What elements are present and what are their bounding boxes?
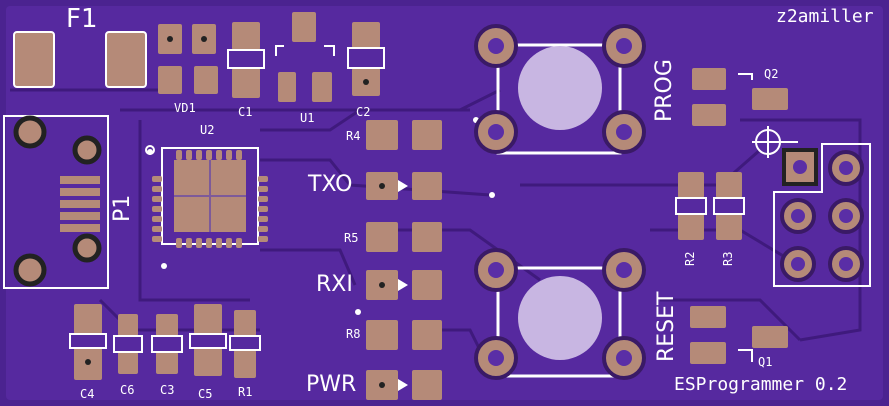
label-author: z2amiller — [776, 6, 874, 27]
prog-switch-outline — [496, 43, 622, 155]
label-f1: F1 — [66, 4, 98, 34]
u2-pin — [258, 196, 268, 202]
label-reset: RESET — [654, 291, 679, 363]
label-board-name: ESProgrammer 0.2 — [674, 374, 848, 395]
u2-pin — [186, 238, 192, 248]
label-c5: C5 — [198, 387, 213, 401]
u2-pin — [216, 238, 222, 248]
u2-pin — [206, 150, 212, 160]
label-u1: U1 — [300, 111, 315, 125]
u2-pin — [152, 176, 162, 182]
label-c1: C1 — [238, 105, 253, 119]
u2-pin — [258, 226, 268, 232]
u2-pin — [258, 216, 268, 222]
u2-pin — [152, 186, 162, 192]
label-r1: R1 — [238, 385, 253, 399]
label-rxi: RXI — [316, 272, 353, 297]
p1-pins — [60, 176, 100, 232]
label-pwr: PWR — [306, 372, 357, 397]
u2-pin — [258, 186, 268, 192]
label-c4: C4 — [80, 387, 95, 401]
u2-pin — [236, 238, 242, 248]
f1-pad-right — [105, 31, 147, 88]
u2-pin — [176, 150, 182, 160]
label-r8: R8 — [346, 327, 361, 341]
label-r2: R2 — [683, 251, 697, 266]
f1-pad-left — [13, 31, 55, 88]
u2-pin — [152, 236, 162, 242]
u2-pin — [226, 238, 232, 248]
u2-pin — [226, 150, 232, 160]
u2-pin — [196, 150, 202, 160]
label-c6: C6 — [120, 383, 135, 397]
label-prog: PROG — [652, 59, 677, 122]
label-p1: P1 — [110, 194, 135, 222]
label-vd1: VD1 — [174, 101, 196, 115]
u2-pin — [216, 150, 222, 160]
label-u2: U2 — [200, 123, 215, 137]
u2-pin — [258, 236, 268, 242]
u2-pin — [152, 216, 162, 222]
u2-pin — [236, 150, 242, 160]
prog-switch-actuator — [518, 46, 602, 130]
label-q1: Q1 — [758, 355, 773, 369]
u2-pin — [258, 206, 268, 212]
bottom-caps — [74, 304, 256, 380]
label-c3: C3 — [160, 383, 175, 397]
label-c2: C2 — [356, 105, 371, 119]
u2-pin — [176, 238, 182, 248]
label-r5: R5 — [344, 231, 359, 245]
reset-switch-actuator — [518, 276, 602, 360]
resistor-led-column — [366, 120, 442, 400]
u2-pin — [258, 176, 268, 182]
u2-pin — [152, 196, 162, 202]
u2-pin — [152, 206, 162, 212]
u2-pin — [186, 150, 192, 160]
label-r4: R4 — [346, 129, 361, 143]
header-outline — [773, 143, 871, 287]
label-r3: R3 — [721, 251, 735, 266]
label-txo: TXO — [308, 172, 353, 197]
u2-pin — [152, 226, 162, 232]
reset-switch-outline — [496, 266, 622, 378]
label-q2: Q2 — [764, 67, 779, 81]
u2-pin — [206, 238, 212, 248]
u2-pin — [196, 238, 202, 248]
p1-outline — [3, 115, 109, 289]
